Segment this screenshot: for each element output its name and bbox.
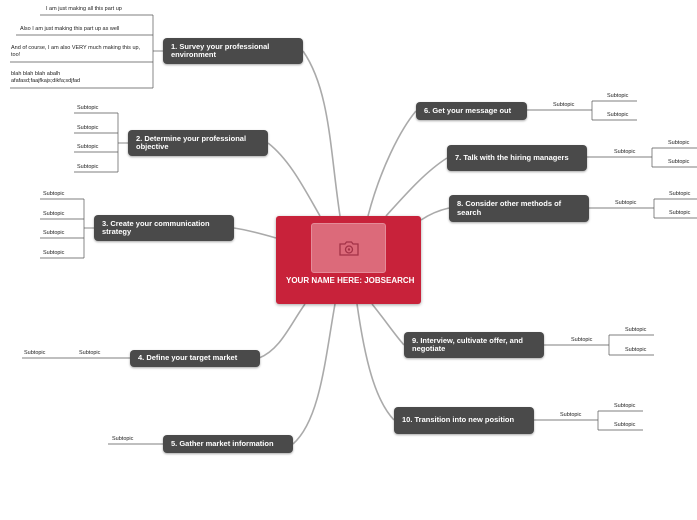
subtopic[interactable]: Subtopic xyxy=(77,125,99,131)
topic-market-information[interactable]: 5. Gather market information xyxy=(163,435,293,453)
image-placeholder[interactable] xyxy=(311,223,386,273)
subtopic[interactable]: Subtopic xyxy=(669,191,691,197)
subtopic[interactable]: Subtopic xyxy=(607,112,629,118)
central-topic[interactable]: YOUR NAME HERE: JOBSEARCH xyxy=(276,216,421,304)
subtopic[interactable]: Subtopic xyxy=(560,412,582,418)
subtopic[interactable]: Subtopic xyxy=(77,144,99,150)
topic-transition[interactable]: 10. Transition into new position xyxy=(394,407,534,434)
subtopic[interactable]: Subtopic xyxy=(614,149,636,155)
subtopic[interactable]: Subtopic xyxy=(668,159,690,165)
topic-communication-strategy[interactable]: 3. Create your communication strategy xyxy=(94,215,234,241)
subtopic[interactable]: Subtopic xyxy=(77,164,99,170)
subtopic[interactable]: Subtopic xyxy=(112,436,134,442)
subtopic[interactable]: Subtopic xyxy=(669,210,691,216)
subtopic[interactable]: Subtopic xyxy=(615,200,637,206)
subtopic[interactable]: Subtopic xyxy=(614,422,636,428)
camera-icon xyxy=(338,240,359,256)
topic-target-market[interactable]: 4. Define your target market xyxy=(130,350,260,367)
subtopic[interactable]: Subtopic xyxy=(571,337,593,343)
topic-professional-objective[interactable]: 2. Determine your professional objective xyxy=(128,130,268,156)
subtopic[interactable]: Subtopic xyxy=(77,105,99,111)
subtopic[interactable]: Subtopic xyxy=(625,327,647,333)
note-1[interactable]: I am just making all this part up xyxy=(46,6,122,12)
note-3[interactable]: And of course, I am also VERY much makin… xyxy=(11,45,141,58)
subtopic[interactable]: Subtopic xyxy=(43,250,65,256)
topic-survey-environment[interactable]: 1. Survey your professional environment xyxy=(163,38,303,64)
central-topic-title: YOUR NAME HERE: JOBSEARCH xyxy=(286,276,415,285)
note-4[interactable]: blah blah blah abalh afafasd;faajfkajs;d… xyxy=(11,71,81,84)
subtopic[interactable]: Subtopic xyxy=(43,230,65,236)
topic-other-methods[interactable]: 8. Consider other methods of search xyxy=(449,195,589,222)
subtopic[interactable]: Subtopic xyxy=(79,350,101,356)
topic-message-out[interactable]: 6. Get your message out xyxy=(416,102,527,120)
subtopic[interactable]: Subtopic xyxy=(24,350,46,356)
topic-hiring-managers[interactable]: 7. Talk with the hiring managers xyxy=(447,145,587,171)
subtopic[interactable]: Subtopic xyxy=(43,191,65,197)
note-2[interactable]: Also I am just making this part up as we… xyxy=(20,26,120,32)
subtopic[interactable]: Subtopic xyxy=(668,140,690,146)
subtopic[interactable]: Subtopic xyxy=(553,102,575,108)
subtopic[interactable]: Subtopic xyxy=(625,347,647,353)
subtopic[interactable]: Subtopic xyxy=(607,93,629,99)
topic-interview-offer[interactable]: 9. Interview, cultivate offer, and negot… xyxy=(404,332,544,358)
subtopic[interactable]: Subtopic xyxy=(614,403,636,409)
subtopic[interactable]: Subtopic xyxy=(43,211,65,217)
